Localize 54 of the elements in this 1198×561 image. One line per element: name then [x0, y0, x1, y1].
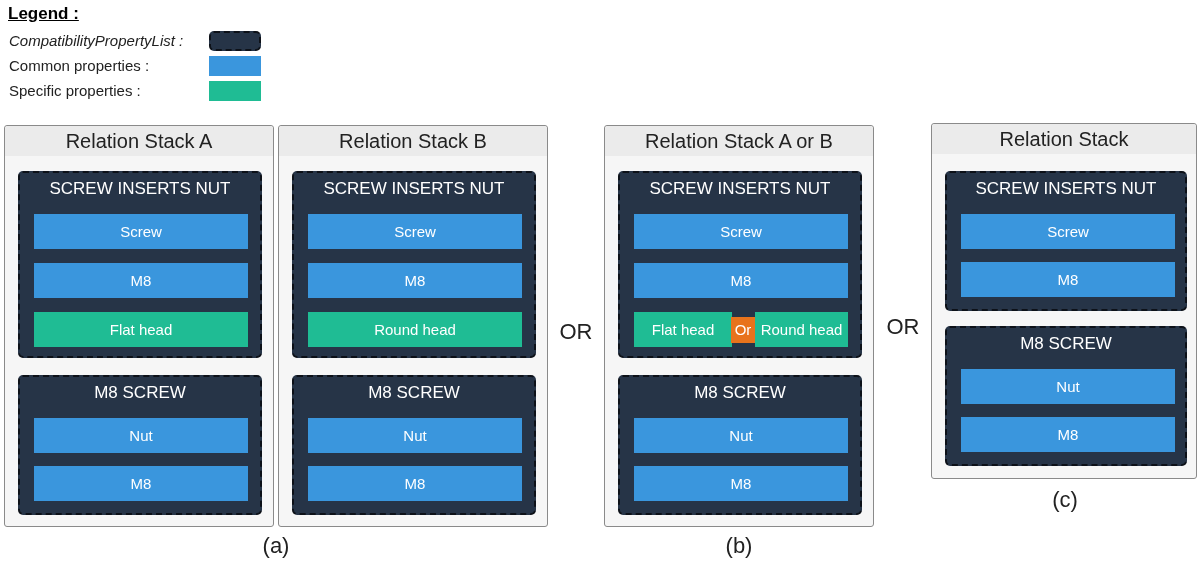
or-label: OR [559, 319, 593, 345]
list-title: SCREW INSERTS NUT [323, 178, 505, 200]
property-list-box [18, 375, 262, 515]
legend-text: Specific properties : [9, 81, 142, 101]
property-box: Flat head [34, 312, 248, 347]
list-title: SCREW INSERTS NUT [975, 178, 1157, 200]
property-box: Nut [961, 369, 1175, 404]
list-title: M8 SCREW [1020, 333, 1112, 355]
property-list-box [292, 171, 536, 358]
property-box: Screw [961, 214, 1175, 249]
property-box: M8 [634, 466, 848, 501]
list-title: M8 SCREW [94, 382, 186, 404]
subfigure-label: (a) [262, 533, 290, 559]
list-title: SCREW INSERTS NUT [49, 178, 231, 200]
property-box: M8 [961, 262, 1175, 297]
property-box: M8 [961, 417, 1175, 452]
legend-text: Common properties : [9, 56, 151, 76]
property-box: Nut [634, 418, 848, 453]
property-box: Round head [308, 312, 522, 347]
relation-stack-panel [4, 125, 274, 527]
legend-heading: Legend : [8, 4, 79, 24]
property-box: Screw [34, 214, 248, 249]
panel-title: Relation Stack [999, 127, 1129, 152]
list-title: M8 SCREW [368, 382, 460, 404]
property-box: M8 [34, 466, 248, 501]
property-list-box [945, 171, 1187, 311]
property-box: M8 [308, 466, 522, 501]
list-title: SCREW INSERTS NUT [649, 178, 831, 200]
panel-title: Relation Stack A [65, 129, 213, 154]
list-title: M8 SCREW [694, 382, 786, 404]
panel-title: Relation Stack B [339, 129, 487, 154]
property-list-box [618, 171, 862, 358]
or-badge: Or [731, 317, 755, 343]
relation-stack-panel [931, 123, 1197, 479]
property-box: Screw [634, 214, 848, 249]
panel-title: Relation Stack A or B [645, 129, 833, 154]
property-list-box [292, 375, 536, 515]
relation-stack-panel [604, 125, 874, 527]
property-box: Flat head [634, 312, 732, 347]
property-box: M8 [34, 263, 248, 298]
property-list-box [18, 171, 262, 358]
property-box: Round head [755, 312, 848, 347]
property-box: Screw [308, 214, 522, 249]
property-box: M8 [634, 263, 848, 298]
relation-stack-panel [278, 125, 548, 527]
property-box: M8 [308, 263, 522, 298]
property-list-box [618, 375, 862, 515]
subfigure-label: (c) [1052, 487, 1078, 513]
property-box: Nut [308, 418, 522, 453]
subfigure-label: (b) [725, 533, 753, 559]
property-list-box [945, 326, 1187, 466]
or-label: OR [886, 314, 920, 340]
property-box: Nut [34, 418, 248, 453]
legend-text: CompatibilityPropertyList : [9, 31, 185, 51]
